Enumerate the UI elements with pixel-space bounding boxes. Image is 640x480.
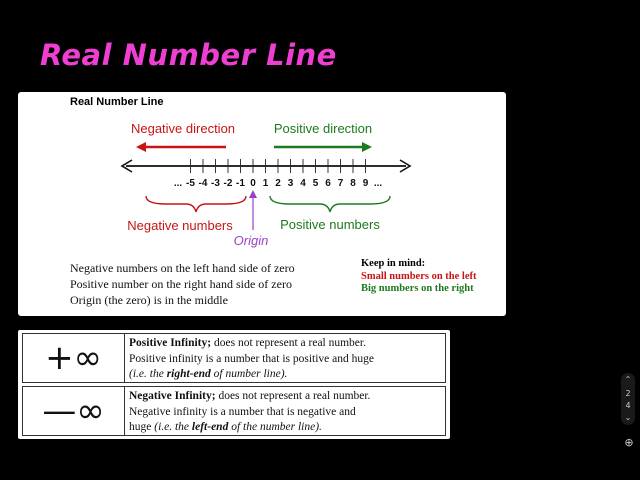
tick-label: -1 <box>236 178 245 189</box>
negative-direction-arrow <box>136 142 226 152</box>
slide-title: Real Number Line <box>40 38 337 72</box>
table-row: —∞ Negative Infinity; does not represent… <box>22 386 446 436</box>
zoom-icon[interactable]: ⊕ <box>624 436 634 449</box>
page-navigator: ⌃ 2 4 ⌄ <box>621 373 635 425</box>
origin-arrow <box>249 190 257 230</box>
tick-label: 8 <box>350 178 356 189</box>
description-text: (i.e. the <box>129 368 167 380</box>
emphasis-text: left-end <box>191 421 229 433</box>
note-line: Positive number on the right hand side o… <box>70 277 292 291</box>
negative-brace <box>145 195 247 213</box>
negative-numbers-label: Negative numbers <box>127 218 233 233</box>
page-number[interactable]: 2 <box>625 389 631 398</box>
positive-brace <box>269 195 391 213</box>
positive-direction-label: Positive direction <box>274 121 372 136</box>
tick-label: ... <box>174 178 183 189</box>
number-line-panel: Real Number Line Negative direction Posi… <box>18 92 506 316</box>
description-text: huge <box>129 421 155 433</box>
positive-numbers-label: Positive numbers <box>280 217 380 232</box>
positive-direction-arrow <box>274 142 372 152</box>
tick-label: 7 <box>338 178 344 189</box>
positive-infinity-cell-symbol: +∞ <box>23 334 125 382</box>
description-text: does not represent a real number. <box>215 390 371 402</box>
positive-infinity-term: Positive Infinity; <box>129 337 212 349</box>
keep-big-note: Big numbers on the right <box>361 283 474 294</box>
keep-in-mind-heading: Keep in mind: <box>361 258 426 269</box>
page-down-icon[interactable]: ⌄ <box>624 413 632 422</box>
description-text: (i.e. the <box>154 421 192 433</box>
tick-marks <box>190 159 366 173</box>
panel-title: Real Number Line <box>70 96 164 108</box>
tick-label: ... <box>374 178 383 189</box>
note-line: Negative numbers on the left hand side o… <box>70 261 295 275</box>
negative-infinity-term: Negative Infinity; <box>129 390 216 402</box>
negative-direction-label: Negative direction <box>131 121 235 136</box>
number-line-diagram: Negative direction Positive direction ..… <box>120 121 412 248</box>
tick-label: 6 <box>325 178 331 189</box>
description-text: Negative infinity is a number that is ne… <box>129 405 356 418</box>
tick-label: 1 <box>263 178 269 189</box>
keep-small-note: Small numbers on the left <box>361 270 477 282</box>
tick-label: 3 <box>288 178 294 189</box>
positive-infinity-description: Positive Infinity; does not represent a … <box>129 336 443 383</box>
note-line: Origin (the zero) is in the middle <box>70 293 228 307</box>
tick-label: 5 <box>313 178 319 189</box>
page-up-icon[interactable]: ⌃ <box>624 375 632 384</box>
origin-label: Origin <box>234 233 269 248</box>
description-text: of number line). <box>210 368 288 380</box>
description-text: Positive infinity is a number that is po… <box>129 352 374 365</box>
description-text: does not represent a real number. <box>211 337 366 349</box>
tick-label: 9 <box>363 178 369 189</box>
negative-infinity-cell-symbol: —∞ <box>23 387 125 435</box>
emphasis-text: right-end <box>166 368 211 380</box>
tick-label: 4 <box>300 178 306 189</box>
tick-label: -3 <box>211 178 220 189</box>
tick-label: 0 <box>250 178 256 189</box>
tick-label: -4 <box>199 178 208 189</box>
keep-in-mind-box: Keep in mind: Small numbers on the left … <box>361 258 501 296</box>
table-row: +∞ Positive Infinity; does not represent… <box>22 333 446 383</box>
tick-label: -2 <box>224 178 233 189</box>
number-line-axis <box>120 159 412 173</box>
infinity-table: +∞ Positive Infinity; does not represent… <box>18 330 450 439</box>
notes-list: Negative numbers on the left hand side o… <box>70 260 295 308</box>
page-number[interactable]: 4 <box>625 401 631 410</box>
description-text: of the number line). <box>228 421 322 433</box>
tick-label: -5 <box>186 178 195 189</box>
tick-label: 2 <box>275 178 281 189</box>
negative-infinity-description: Negative Infinity; does not represent a … <box>129 389 443 436</box>
